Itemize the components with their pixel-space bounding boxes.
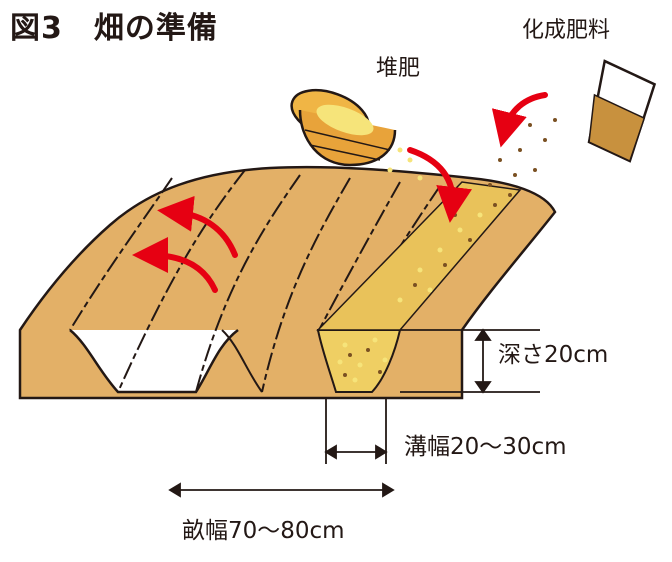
compost-speckles: [337, 147, 483, 383]
depth-label: 深さ20cm: [498, 342, 609, 368]
furrow-width-label: 溝幅20～30cm: [404, 434, 567, 460]
middle-trench: [221, 329, 263, 393]
basket-icon: [290, 88, 397, 167]
cup-icon: [587, 59, 657, 163]
open-furrow: [316, 329, 402, 393]
left-trench: [69, 329, 239, 394]
ridge-width-label: 畝幅70～80cm: [182, 518, 345, 544]
compost-label: 堆肥: [376, 56, 421, 81]
dimension-lines: [168, 328, 540, 498]
curved-arrow-icon: [132, 92, 548, 293]
figure-title: 図3 畑の準備: [10, 11, 218, 46]
fertilizer-label: 化成肥料: [522, 18, 611, 43]
